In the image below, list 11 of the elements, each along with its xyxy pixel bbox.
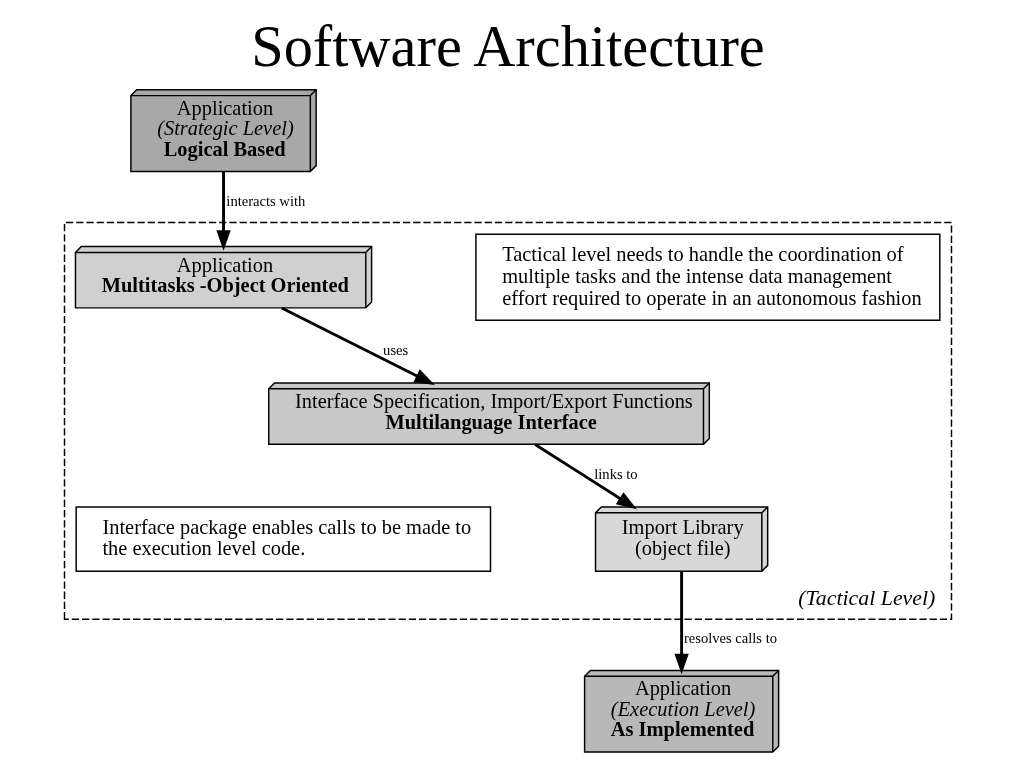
arrow	[673, 571, 689, 675]
edge-label: links to	[593, 466, 638, 483]
arrow	[215, 171, 231, 251]
arrow	[533, 443, 637, 510]
arrow	[280, 306, 435, 385]
diagram-title: Software Architecture	[250, 14, 765, 80]
node-box: Interface package enables calls to be made to the execution level code.	[74, 506, 491, 572]
node-box: Tactical level needs to handle the coordination of multiple tasks and the intense data management effort required to operate in an autonomous fashion	[474, 233, 941, 321]
edge-label: uses	[382, 342, 408, 359]
edge-label: interacts with	[225, 193, 305, 210]
edge-label: resolves calls to	[683, 629, 777, 646]
